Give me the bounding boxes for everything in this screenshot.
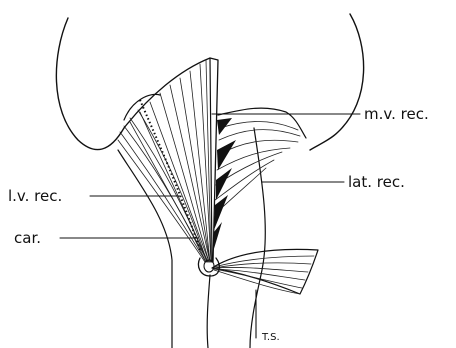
label-lat-rec: lat. rec. (348, 173, 405, 191)
label-lv-rec: l.v. rec. (8, 187, 62, 205)
lateral-rectus-muscle (213, 108, 306, 252)
tendon-sheath-fan (212, 249, 318, 294)
label-car: car. (14, 229, 41, 247)
label-mv-rec: m.v. rec. (364, 105, 429, 123)
medial-ventral-rectus-muscle (124, 58, 218, 262)
label-ts: T.S. (261, 332, 280, 343)
lateral-ventral-rectus-muscle (118, 94, 207, 262)
